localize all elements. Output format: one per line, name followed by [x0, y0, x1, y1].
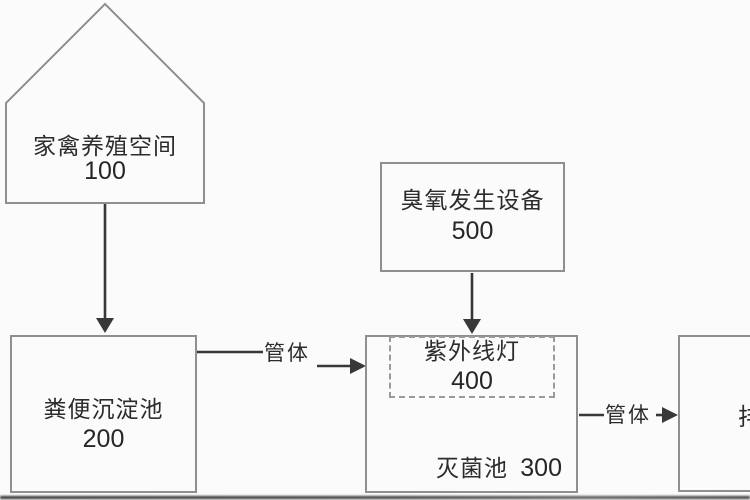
- poultry-space-shape: [5, 2, 205, 204]
- pipe1-label: 管体: [264, 341, 310, 365]
- sterilization-tank-label: 灭菌池: [436, 456, 508, 481]
- sedimentation-tank-ref: 200: [82, 425, 125, 453]
- sterilization-tank-ref: 300: [520, 454, 562, 482]
- ozone-device-box: 臭氧发生设备 500: [380, 162, 565, 272]
- pipe2-label: 管体: [605, 403, 651, 427]
- uv-lamp-label: 紫外线灯: [424, 339, 520, 364]
- poultry-space-ref: 100: [84, 157, 126, 185]
- ozone-device-label: 臭氧发生设备: [400, 188, 545, 213]
- sterilization-tank-caption: 灭菌池 300: [436, 449, 562, 483]
- sterilization-tank-box: 紫外线灯 400 灭菌池 300: [365, 335, 578, 493]
- pipe1-arrow-head: [350, 358, 366, 374]
- sedimentation-tank-box: 粪便沉淀池 200: [10, 335, 197, 493]
- scan-edge-strip: [0, 496, 750, 499]
- pipe2-arrow-head: [662, 407, 678, 423]
- arrow-ozone-to-tank-head: [463, 319, 481, 334]
- arrow-house-to-tank-head: [96, 318, 114, 333]
- uv-lamp-ref: 400: [451, 367, 493, 395]
- discharge-box-label: 排: [738, 397, 750, 432]
- discharge-box: 排: [678, 335, 750, 492]
- uv-lamp-box: 紫外线灯 400: [389, 336, 555, 398]
- sedimentation-tank-label: 粪便沉淀池: [43, 397, 164, 422]
- ozone-device-ref: 500: [451, 217, 494, 245]
- poultry-space-label: 家禽养殖空间: [33, 134, 177, 159]
